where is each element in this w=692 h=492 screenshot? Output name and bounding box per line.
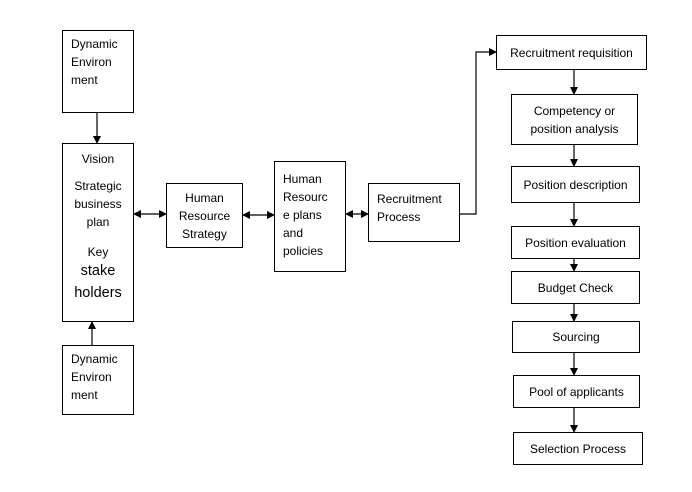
vision-strategy-stakeholders-box: Vision Strategic business plan Key stake… [62,143,134,322]
key-label: Key [87,245,109,259]
pool-of-applicants-box: Pool of applicants [513,375,640,408]
competency-analysis-box: Competency or position analysis [511,94,638,145]
hr-strategy-line1: Human [185,190,224,205]
hr-plans-policies-box: Human Resourc e plans and policies [274,161,346,272]
hr-plans-line2: Resourc [283,190,328,204]
recruitment-requisition-label: Recruitment requisition [510,45,633,60]
arrow-process-to-requisition [460,48,497,215]
hr-strategy-line3: Strategy [182,226,227,241]
recruitment-requisition-box: Recruitment requisition [496,35,647,70]
competency-line1: Competency or [533,103,616,118]
strategic-line3: plan [86,215,110,229]
dynamic-env-top-line3: ment [71,73,98,87]
sourcing-label: Sourcing [552,330,600,344]
dynamic-env-bottom-line2: Environ [71,370,112,384]
recruitment-process-box: Recruitment Process [368,183,460,242]
hr-strategy-line2: Resource [178,208,231,223]
selection-process-label: Selection Process [529,441,627,456]
dynamic-environment-top: Dynamic Environ ment [62,30,134,113]
position-description-box: Position description [511,166,640,203]
competency-line2: position analysis [530,121,619,136]
hr-plans-line5: policies [283,244,324,258]
budget-check-label: Budget Check [537,280,614,295]
hr-strategy-box: Human Resource Strategy [166,183,243,248]
hr-plans-line4: and [283,226,304,240]
hr-plans-line1: Human [283,172,322,186]
position-evaluation-box: Position evaluation [511,226,640,259]
pool-of-applicants-label: Pool of applicants [529,384,624,399]
position-description-label: Position description [523,177,628,192]
stakeholders-line1: stake [80,263,116,279]
stakeholders-line2: holders [74,285,122,301]
dynamic-env-top-line1: Dynamic [71,37,118,51]
position-evaluation-label: Position evaluation [525,235,626,250]
recruitment-process-line1: Recruitment [377,192,442,206]
budget-check-box: Budget Check [511,271,640,304]
selection-process-box: Selection Process [513,432,643,465]
dynamic-env-top-line2: Environ [71,55,112,69]
strategic-line1: Strategic [74,179,122,193]
sourcing-box: Sourcing [512,321,640,353]
hr-plans-line3: e plans [283,208,322,222]
dynamic-env-bottom-line1: Dynamic [71,352,118,366]
strategic-line2: business [74,197,122,211]
dynamic-env-bottom-line3: ment [71,388,98,402]
vision-label: Vision [81,152,115,166]
dynamic-environment-bottom: Dynamic Environ ment [62,345,134,415]
recruitment-process-line2: Process [377,210,421,224]
